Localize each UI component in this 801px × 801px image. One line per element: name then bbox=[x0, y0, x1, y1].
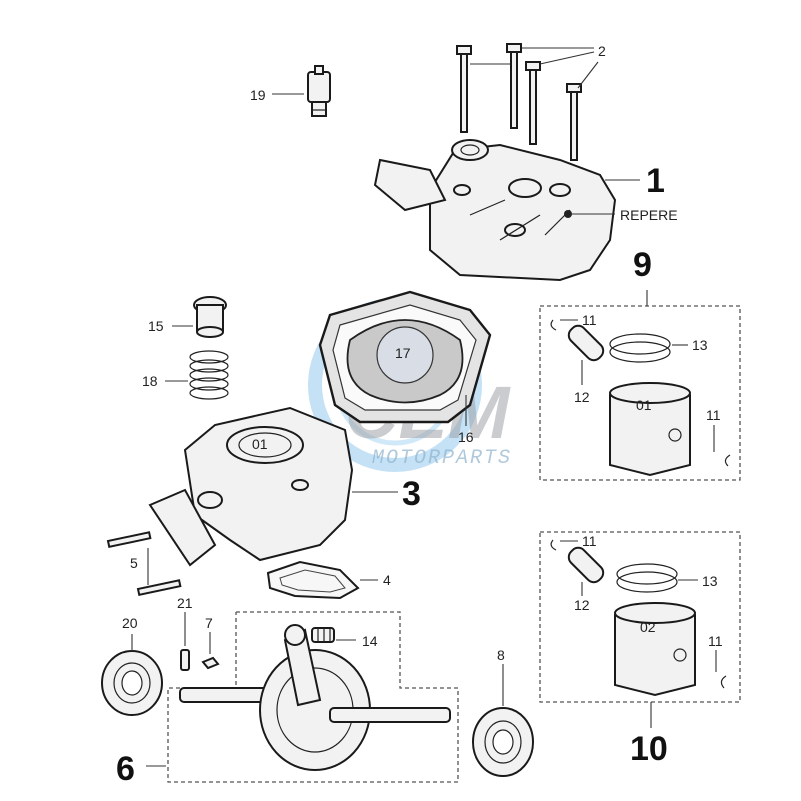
piston-mark-bottom: 02 bbox=[640, 619, 656, 635]
callout-18: 18 bbox=[142, 373, 158, 389]
gudgeon-pin-12a bbox=[567, 324, 605, 362]
callout-3: 3 bbox=[402, 475, 421, 513]
part-19-sensor bbox=[307, 65, 331, 117]
piston-kit-9-box bbox=[539, 305, 741, 481]
callout-20: 20 bbox=[122, 615, 138, 631]
part-7-key bbox=[201, 656, 220, 670]
repere-label: REPERE bbox=[620, 207, 678, 223]
part-14-needle-bearing bbox=[311, 627, 335, 643]
callout-1: 1 bbox=[646, 162, 665, 200]
ring-13b-1 bbox=[616, 563, 678, 585]
callout-13a: 13 bbox=[692, 337, 708, 353]
callout-14: 14 bbox=[362, 633, 378, 649]
callout-10: 10 bbox=[630, 730, 668, 768]
part-2-bolts bbox=[456, 43, 582, 161]
callout-11b: 11 bbox=[706, 407, 721, 423]
callout-13b: 13 bbox=[702, 573, 718, 589]
circlip-11a bbox=[550, 319, 557, 331]
circlip-11c bbox=[550, 539, 557, 551]
callout-16: 16 bbox=[458, 429, 474, 445]
callout-11a: 11 bbox=[582, 312, 597, 328]
callout-11c: 11 bbox=[582, 533, 597, 549]
piston-mark-top: 01 bbox=[636, 397, 652, 413]
part-17-inner-gasket bbox=[346, 319, 464, 404]
part-4-base-gasket bbox=[266, 560, 360, 600]
part-8-bearing bbox=[472, 707, 534, 777]
callout-6: 6 bbox=[116, 750, 135, 788]
callout-17: 17 bbox=[395, 345, 411, 361]
ring-13b-2 bbox=[616, 571, 678, 593]
callout-12b: 12 bbox=[574, 597, 590, 613]
callout-9: 9 bbox=[633, 246, 652, 284]
callout-4: 4 bbox=[383, 572, 391, 588]
part-18-spring bbox=[189, 350, 229, 400]
circlip-11b bbox=[724, 454, 731, 467]
callout-2: 2 bbox=[598, 43, 606, 59]
cylinder-mark: 01 bbox=[252, 436, 268, 452]
piston-kit-10-box bbox=[539, 531, 741, 703]
watermark-subtitle: MOTORPARTS bbox=[372, 447, 512, 470]
callout-15: 15 bbox=[148, 318, 164, 334]
part-1-cylinder-head bbox=[373, 139, 617, 282]
callout-19: 19 bbox=[250, 87, 266, 103]
callout-12a: 12 bbox=[574, 389, 590, 405]
part-15-thermostat bbox=[193, 296, 227, 338]
part-6-crankshaft bbox=[179, 624, 451, 771]
callout-7: 7 bbox=[205, 615, 213, 631]
part-3-cylinder: 01 bbox=[148, 406, 354, 567]
part-10-piston-kit: 02 bbox=[550, 539, 727, 697]
callout-21: 21 bbox=[177, 595, 193, 611]
part-9-piston-kit: 01 bbox=[550, 319, 731, 477]
callout-5: 5 bbox=[130, 555, 138, 571]
part-5-studs bbox=[106, 531, 182, 597]
part-21-pin bbox=[180, 649, 190, 671]
callout-8: 8 bbox=[497, 647, 505, 663]
callout-11d: 11 bbox=[708, 633, 723, 649]
gudgeon-pin-12b bbox=[567, 546, 605, 584]
ring-13a-1 bbox=[609, 333, 671, 355]
part-20-bearing bbox=[101, 650, 163, 716]
ring-13a-2 bbox=[609, 341, 671, 363]
circlip-11d bbox=[720, 675, 727, 689]
